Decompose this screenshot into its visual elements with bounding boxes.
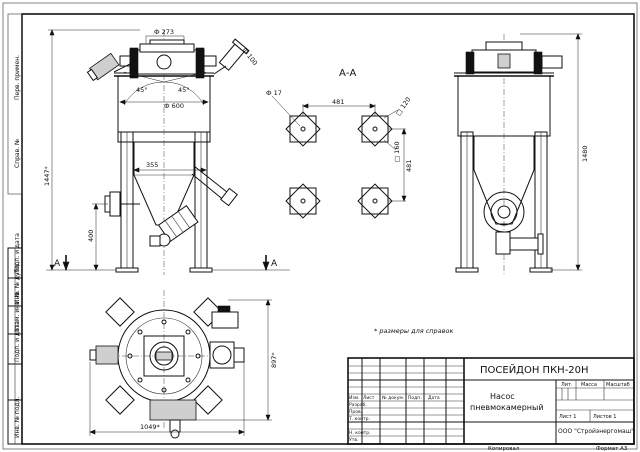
base-pad-bottom-right (357, 183, 393, 219)
dim-side-height: 1480 (581, 145, 589, 162)
side-stamp-field-orig: Инв. № подл. (14, 397, 21, 438)
side-stamp-field-dup: Инв. № дубл. (14, 263, 21, 304)
section-a-a: А-А (266, 68, 413, 219)
dim-top-diameter: Ф 273 (154, 28, 174, 36)
product-description-line1: Насос (490, 392, 515, 401)
dim-355: 355 (146, 161, 158, 169)
col-izm: Изм. (349, 395, 360, 401)
sheet-label: Лист 1 (559, 414, 576, 420)
hdr-masshtab: Масштаб (606, 382, 630, 388)
dim-481-horizontal: 481 (332, 98, 344, 106)
reference-dimensions-note: * размеры для справок (374, 327, 453, 335)
base-pad-bottom-left (285, 183, 321, 219)
side-stamp-field-replace: Взам. инв. № (14, 291, 21, 332)
plan-view: 897* 1049* (89, 290, 278, 439)
row-razrab: Разраб. (349, 402, 367, 408)
dim-square-160: □ 160 (393, 141, 401, 162)
dim-1049: 1049* (140, 423, 161, 431)
dim-branch-diameter: Ф 100 (240, 46, 259, 67)
section-mark-right: А (271, 259, 278, 269)
section-title: А-А (339, 68, 356, 79)
side-stamp-field-ref: Справ. № (14, 139, 21, 168)
dim-897: 897* (270, 352, 278, 368)
dim-481-vertical: 481 (405, 160, 413, 172)
side-stamp-field-first-use: Перв. примен. (14, 55, 21, 100)
product-name: ПОСЕЙДОН ПКН-20Н (480, 363, 589, 376)
row-tkontr: Т. контр. (348, 416, 370, 422)
col-sign: Подп. (408, 395, 422, 401)
row-prov: Пров. (349, 409, 362, 415)
title-block: ПОСЕЙДОН ПКН-20Н Насос пневмокамерный Из… (347, 357, 635, 445)
dim-angle-right: 45° (178, 86, 190, 94)
sheets-label: Листов 1 (593, 414, 616, 420)
side-stamp: Справ. № Подп. и дата Инв. № дубл. Взам.… (7, 13, 23, 445)
dim-angle-left: 45° (136, 86, 148, 94)
hdr-massa: Масса (581, 382, 597, 388)
row-utv: Утв. (349, 437, 358, 443)
front-view: Ф 273 Ф 100 45° 45° Ф 600 355 400 1447* … (43, 28, 290, 275)
company-name: ООО "Стройэнергомаш" (558, 428, 634, 435)
hdr-lit: Лит. (561, 382, 573, 388)
side-view: 1480 (454, 33, 589, 275)
dim-square-120: □ 120 (394, 96, 412, 117)
base-pad-top-left (285, 111, 321, 147)
product-description-line2: пневмокамерный (470, 403, 544, 412)
base-pad-top-right (357, 111, 393, 147)
col-date: Дата (428, 395, 440, 401)
copied-label: Копировал (488, 446, 520, 452)
section-mark-left: А (54, 259, 61, 269)
dim-hole-diameter: Ф 17 (266, 89, 282, 97)
dim-400: 400 (87, 230, 95, 242)
dim-body-diameter: Ф 600 (164, 102, 184, 110)
format-label: Формат А3 (596, 446, 628, 452)
side-stamp-field-sign-date-1: Подп. и дата (14, 233, 21, 274)
col-doc-no: № докум. (382, 395, 404, 401)
dim-front-height: 1447* (43, 165, 51, 186)
row-nkontr: Н. контр. (349, 430, 371, 436)
col-list: Лист (363, 395, 375, 401)
side-stamp-field-sign-date-2: Подп. и дата (14, 321, 21, 362)
flange-bolt-holes (127, 319, 201, 393)
